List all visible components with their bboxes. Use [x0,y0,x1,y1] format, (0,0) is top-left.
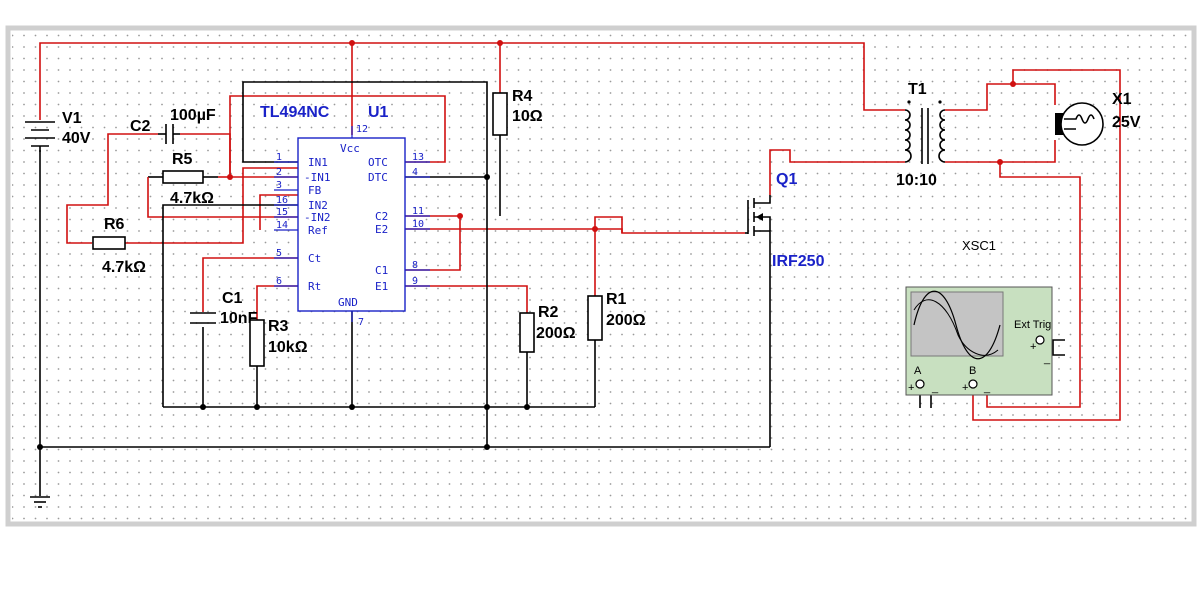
q1-value: IRF250 [772,253,825,270]
t1-ref: T1 [908,81,927,98]
c2-ref: C2 [130,118,151,135]
red-wires [39,42,1121,421]
r1-value: 200Ω [606,312,646,329]
r3-ref: R3 [268,318,289,335]
r2-ref: R2 [538,304,559,321]
r6-ref: R6 [104,216,125,233]
pin-name: E1 [375,280,388,293]
pin-num: 1 [276,152,282,163]
r3-value: 10kΩ [268,339,308,356]
channel-b-label: B [969,365,976,377]
r1-ref: R1 [606,291,627,308]
r5-value: 4.7kΩ [170,190,214,207]
pin-num: 6 [276,276,282,287]
oscilloscope-xsc1[interactable] [905,286,1053,396]
x1-ref: X1 [1112,91,1132,108]
ext-trig-terminal[interactable] [1035,335,1045,345]
capacitor-c2[interactable] [158,124,180,144]
mosfet-q1[interactable] [745,195,771,240]
resistor-r2[interactable] [519,312,535,353]
pin-num: 14 [276,220,288,231]
ground-symbol [30,496,50,508]
r4-value: 10Ω [512,108,543,125]
pin-num: 2 [276,167,282,178]
channel-b-minus: _ [983,382,991,394]
pin-num: 16 [276,195,288,206]
battery-v1[interactable] [25,121,55,152]
pin-name: -IN2 [304,211,331,224]
capacitor-c1[interactable] [190,312,216,324]
resistor-r3[interactable] [249,319,265,367]
channel-b-terminal[interactable] [968,379,978,389]
t1-value: 10:10 [896,172,937,189]
ic-u1[interactable] [274,126,430,322]
pin-num: 8 [412,260,418,271]
q1-ref: Q1 [776,171,797,188]
ext-trig-label: Ext Trig [1014,319,1051,331]
pin-num: 15 [276,207,288,218]
lamp-x1[interactable] [1055,102,1104,146]
pin-num: 5 [276,248,282,259]
pin-name-gnd: GND [338,296,358,309]
ext-trig-plus: + [1030,341,1036,353]
scope-trace-b [913,299,999,356]
ext-trig-minus: _ [1043,353,1051,365]
r4-ref: R4 [512,88,533,105]
pin-name: C1 [375,264,388,277]
v1-ref: V1 [62,110,82,127]
scope-trace-a [913,290,1001,360]
pin-name: E2 [375,223,388,236]
pin-num: 3 [276,180,282,191]
pin-name: DTC [368,171,388,184]
transformer-t1[interactable] [904,100,946,164]
u1-ref: U1 [368,104,389,121]
u1-part: TL494NC [260,104,330,121]
pin-num: 10 [412,219,424,230]
channel-a-plus: + [908,382,914,394]
r6-value: 4.7kΩ [102,259,146,276]
xsc1-ref: XSC1 [962,238,996,253]
pin-name: Ref [308,224,328,237]
r2-value: 200Ω [536,325,576,342]
channel-b-plus: + [962,382,968,394]
pin-name-vcc: Vcc [340,142,360,155]
pin-name: FB [308,184,322,197]
v1-value: 40V [62,130,91,147]
pin-num-7: 7 [358,317,364,328]
pin-num: 4 [412,167,418,178]
sheet-grid [12,32,1190,520]
c1-ref: C1 [222,290,243,307]
pin-num-12: 12 [356,124,368,135]
c2-value: 100µF [170,107,216,124]
pin-name: C2 [375,210,388,223]
pin-name: Rt [308,280,321,293]
pin-name: OTC [368,156,388,169]
resistor-r4[interactable] [492,92,508,136]
pin-num: 11 [412,206,424,217]
pin-name: -IN1 [304,171,331,184]
x1-value: 25V [1112,114,1141,131]
scope-screen [910,291,1004,357]
resistor-r1[interactable] [587,295,603,341]
pin-name: IN2 [308,199,328,212]
c1-value: 10nF [220,310,258,327]
pin-name: Ct [308,252,321,265]
channel-a-minus: _ [931,382,939,394]
junctions [227,40,1016,232]
pin-num: 9 [412,276,418,287]
junctions-black [37,174,530,450]
pin-num: 13 [412,152,424,163]
black-wires [39,81,1065,496]
r5-ref: R5 [172,151,193,168]
channel-a-label: A [914,365,922,377]
pin-name: IN1 [308,156,328,169]
channel-a-terminal[interactable] [915,379,925,389]
resistor-r5[interactable] [148,170,218,184]
resistor-r6[interactable] [92,236,126,250]
